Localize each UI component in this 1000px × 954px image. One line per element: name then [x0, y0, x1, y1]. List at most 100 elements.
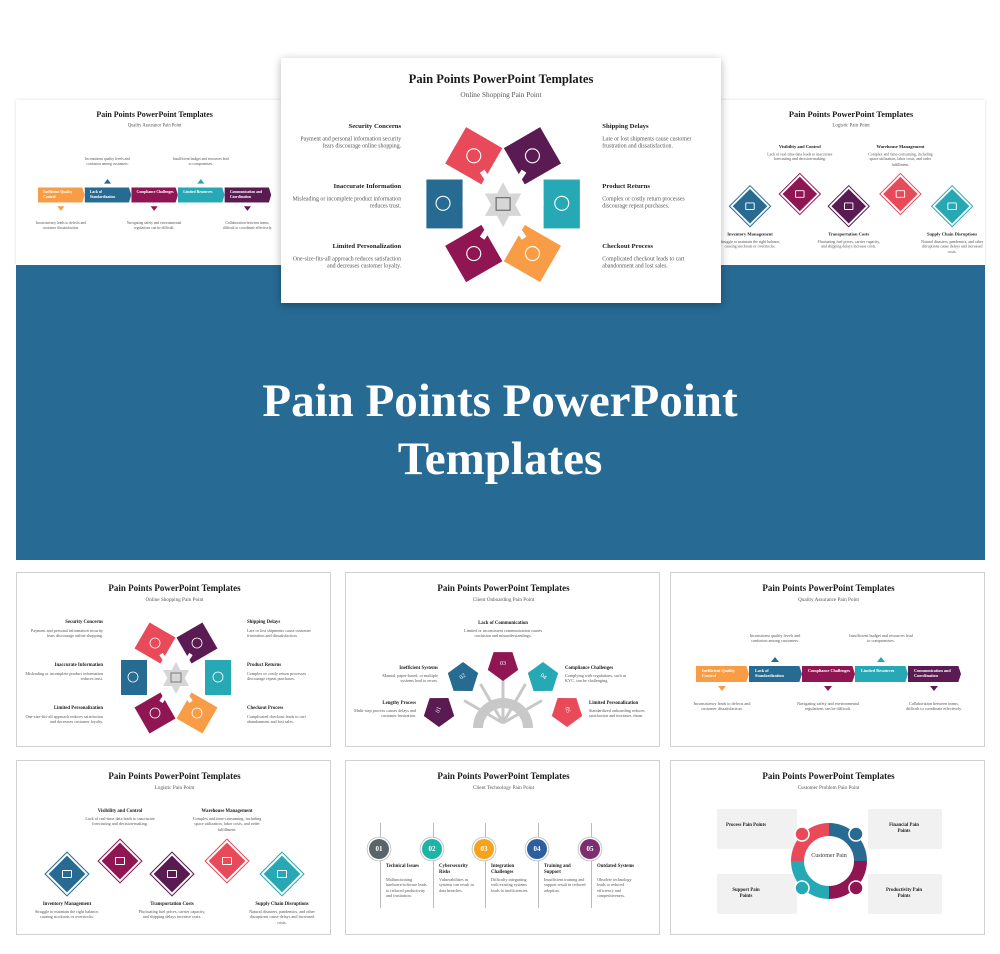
item-heading: Lengthy Process [382, 701, 416, 706]
logistics-icon [62, 870, 72, 878]
item-description: Insufficient training and support result… [544, 877, 586, 893]
step-number: 02 [422, 839, 442, 859]
item-heading: Lack of Communication [478, 621, 528, 626]
timeline-segment: Compliance Challenges [802, 666, 855, 682]
logistics-icon [795, 190, 805, 198]
delivery-truck-icon [524, 148, 540, 164]
item-heading: Security Concerns [65, 620, 103, 625]
item-heading: Compliance Challenges [565, 666, 614, 671]
pain-point-block [503, 127, 562, 185]
pain-point-block [176, 622, 218, 664]
slide-title: Pain Points PowerPoint Templates [437, 583, 570, 593]
pentagon-step [487, 652, 519, 681]
triangle-down-icon [243, 206, 251, 211]
item-description: Limited or inconsistent communication ca… [464, 628, 542, 639]
arrow-icon [479, 169, 496, 190]
item-description: Lack of real-time data leads to inaccura… [767, 151, 833, 162]
triangle-up-icon [877, 657, 885, 662]
pentagon-step [527, 662, 559, 691]
ring-segment [791, 823, 829, 861]
item-description: Collaboration between teams, difficult t… [905, 701, 963, 712]
checklist-icon [191, 707, 203, 719]
user-settings-icon [466, 246, 482, 262]
item-description: Multi-step process causes delays and cus… [354, 708, 416, 719]
document-icon [435, 195, 451, 211]
item-heading: Shipping Delays [602, 123, 649, 131]
triangle-down-icon [57, 206, 65, 211]
item-description: Natural disasters, pandemics, and other … [921, 239, 984, 254]
item-description: Obsolete technology leads to reduced eff… [597, 877, 632, 898]
shop-icon [170, 672, 182, 683]
step-number: 01 [369, 839, 389, 859]
item-heading: Warehouse Management [201, 809, 253, 814]
item-description: Late or lost shipments cause customer fr… [247, 628, 311, 639]
slide-subtitle: Quality Assurance Pain Point [127, 122, 182, 129]
triangle-up-icon [104, 178, 112, 184]
item-heading: Limited Personalization [53, 706, 103, 711]
item-heading: Limited Personalization [589, 701, 639, 706]
delivery-truck-icon [191, 637, 203, 649]
item-description: Fluctuating fuel prices, carrier capacit… [817, 239, 880, 249]
item-heading: Inaccurate Information [54, 663, 103, 668]
gear-icon [473, 698, 533, 728]
pain-point-block [445, 127, 503, 185]
pain-category-box [868, 874, 942, 914]
return-box-icon [554, 195, 570, 211]
step-number: 03 [474, 839, 494, 859]
item-description: Misleading or incomplete product informa… [292, 194, 402, 210]
pentagon-step [551, 698, 583, 727]
timeline-line [591, 823, 592, 908]
step-number: 04 [527, 839, 547, 859]
pentagon-step [423, 698, 455, 727]
item-heading: Visibility and Control [778, 145, 821, 150]
item-heading: Warehouse Management [876, 145, 925, 150]
item-description: Inconsistency leads to defects and custo… [693, 701, 751, 712]
item-description: Complex and time-consuming, including sp… [192, 816, 262, 832]
arrow-icon [479, 683, 505, 724]
item-description: Payment and personal information securit… [30, 628, 103, 639]
item-description: Late or lost shipments cause customer fr… [602, 134, 692, 150]
item-description: Struggle to maintain the right balance, … [719, 239, 781, 249]
timeline-segment: Inefficient Quality Control [38, 187, 85, 203]
step-number: 03 [500, 661, 506, 667]
logistics-icon [277, 870, 287, 878]
person-icon [848, 880, 864, 896]
customer-ring [791, 823, 867, 899]
ring-segment [829, 861, 867, 899]
slide-subtitle: Client Technology Pain Point [472, 785, 535, 791]
item-description: Misleading or incomplete product informa… [25, 671, 103, 682]
pain-point-block [205, 660, 231, 695]
item-description: Fluctuating fuel prices, carrier capacit… [138, 909, 206, 920]
pain-point-block [503, 224, 562, 283]
logistics-icon [745, 202, 755, 210]
pain-point-block [176, 692, 218, 734]
slide-subtitle: Online Shopping Pain Point [460, 91, 542, 100]
item-description: Struggle to maintain the right balance, … [34, 909, 100, 920]
hero-banner [16, 265, 985, 560]
logistics-icon [222, 857, 232, 865]
item-heading: Visibility and Control [97, 809, 143, 814]
item-heading: Inventory Management [42, 902, 92, 907]
category-label: Productivity Pain Points [885, 888, 923, 899]
timeline-segment: Lack of Standardization [749, 666, 802, 682]
item-heading: Transportation Costs [150, 902, 194, 907]
item-description: Collaboration between teams, difficult t… [222, 220, 273, 230]
item-heading: Supply Chain Disruptions [255, 902, 309, 907]
item-heading: Cybersecurity Risks [439, 864, 469, 875]
